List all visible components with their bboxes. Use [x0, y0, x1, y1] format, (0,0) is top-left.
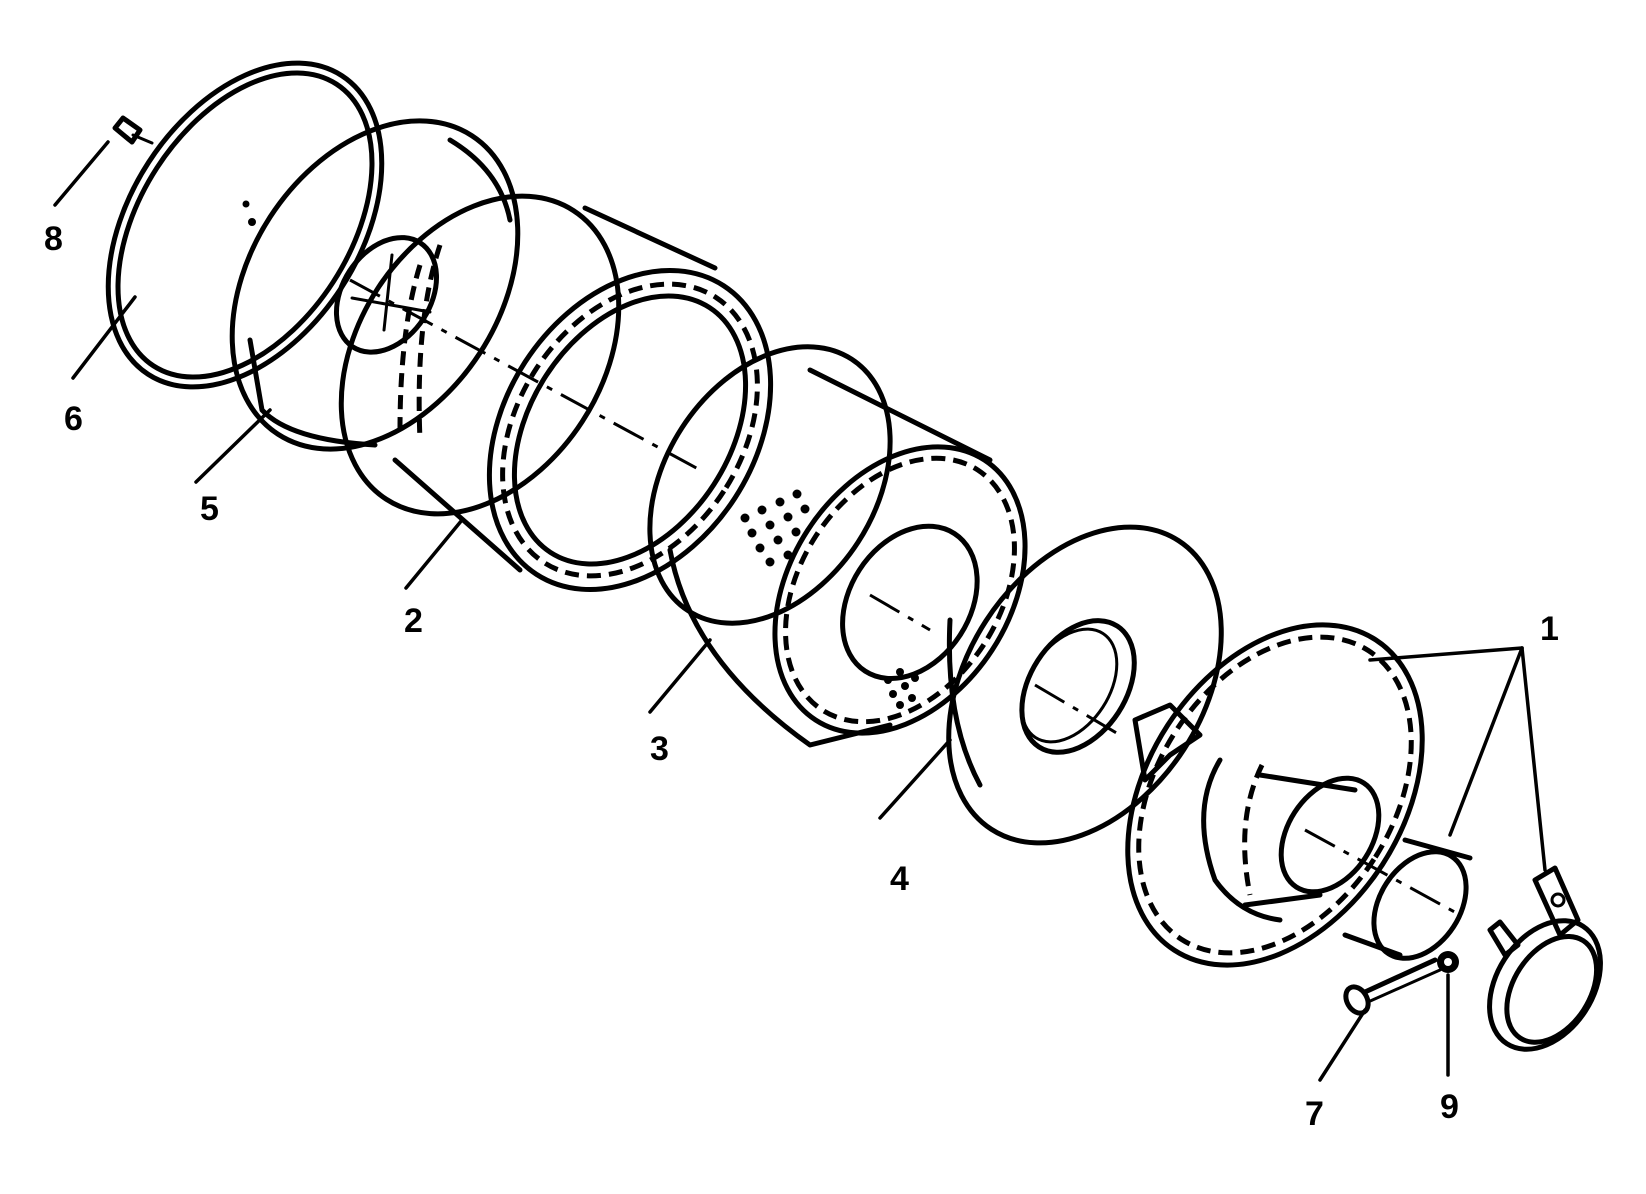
callout-6: 6	[64, 400, 83, 438]
part-6-ring	[105, 60, 385, 390]
callout-2: 2	[404, 602, 423, 640]
callout-5: 5	[200, 490, 219, 528]
part-8-screw	[112, 115, 154, 145]
callout-1: 1	[1540, 610, 1559, 648]
part-7-bolt	[1343, 957, 1442, 1016]
callout-labels: 1 2 3 4 5 6 7 8 9	[44, 220, 1559, 1133]
callout-3: 3	[650, 730, 669, 768]
callout-7: 7	[1305, 1095, 1324, 1133]
part-1-housing	[1125, 622, 1425, 968]
callout-4: 4	[890, 860, 909, 898]
callout-8: 8	[44, 220, 63, 258]
callout-9: 9	[1440, 1088, 1459, 1126]
perforation-dots	[740, 489, 919, 709]
part-2-outer-element	[338, 193, 774, 593]
leader-lines	[53, 140, 1547, 1082]
part-4-gasket	[946, 524, 1224, 846]
part-5-end-cap	[229, 118, 521, 452]
part-1-clamp	[1342, 837, 1603, 1052]
part-3-inner-element	[647, 344, 1028, 748]
part-9-nut	[1437, 951, 1459, 973]
